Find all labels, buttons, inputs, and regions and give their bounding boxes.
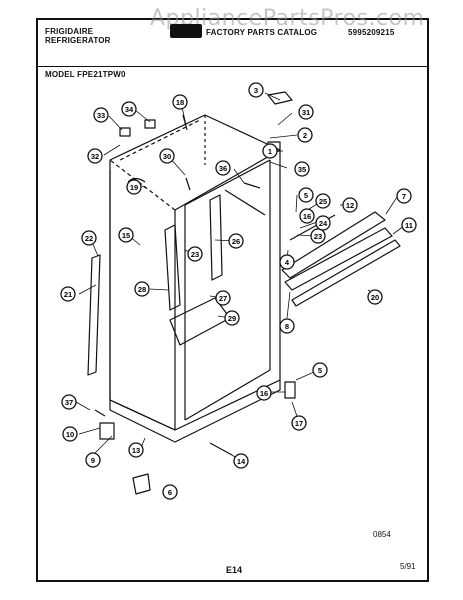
part-callout-label: 21 bbox=[64, 290, 72, 299]
part-callout-33: 33 bbox=[93, 107, 109, 123]
part-callout-15: 15 bbox=[118, 227, 134, 243]
part-callout-23: 23 bbox=[187, 246, 203, 262]
part-callout-label: 32 bbox=[91, 152, 99, 161]
part-callout-24: 24 bbox=[315, 215, 331, 231]
part-callout-label: 20 bbox=[371, 293, 379, 302]
part-callout-label: 26 bbox=[232, 237, 240, 246]
part-callout-9: 9 bbox=[85, 452, 101, 468]
leader-lines bbox=[75, 92, 405, 460]
part-callout-13: 13 bbox=[128, 442, 144, 458]
part-callout-1: 1 bbox=[262, 143, 278, 159]
shelf-rails bbox=[281, 211, 401, 307]
part-callout-label: 13 bbox=[132, 446, 140, 455]
part-callout-label: 11 bbox=[405, 221, 413, 230]
page-number: E14 bbox=[226, 565, 243, 575]
trim-strip bbox=[87, 254, 101, 376]
part-callout-label: 23 bbox=[314, 232, 322, 241]
part-callout-label: 28 bbox=[138, 285, 146, 294]
part-callout-label: 34 bbox=[125, 105, 134, 114]
part-callout-10: 10 bbox=[62, 426, 78, 442]
catalog-title: FACTORY PARTS CATALOG bbox=[206, 28, 318, 37]
part-callout-37: 37 bbox=[61, 394, 77, 410]
part-callout-label: 36 bbox=[219, 164, 227, 173]
part-callout-35: 35 bbox=[294, 161, 310, 177]
part-callout-3: 3 bbox=[248, 82, 264, 98]
part-callout-label: 5 bbox=[304, 191, 308, 200]
part-callout-label: 10 bbox=[66, 430, 74, 439]
part-callout-label: 7 bbox=[402, 192, 406, 201]
part-callout-36: 36 bbox=[215, 160, 231, 176]
part-callout-label: 24 bbox=[319, 219, 328, 228]
diagram-frame bbox=[36, 18, 429, 582]
part-callout-label: 5 bbox=[318, 366, 322, 375]
part-callout-label: 4 bbox=[285, 258, 290, 267]
header-rule bbox=[38, 66, 427, 67]
cabinet-shell bbox=[109, 114, 281, 443]
part-callout-19: 19 bbox=[126, 179, 142, 195]
part-callout-4: 4 bbox=[279, 254, 295, 270]
part-callout-27: 27 bbox=[215, 290, 231, 306]
part-callout-18: 18 bbox=[172, 94, 188, 110]
part-callout-21: 21 bbox=[60, 286, 76, 302]
part-callout-17: 17 bbox=[291, 415, 307, 431]
part-callout-label: 35 bbox=[298, 165, 306, 174]
callout-layer: 1234556789101112131415161617181920212223… bbox=[60, 82, 417, 500]
part-callout-label: 3 bbox=[254, 86, 258, 95]
part-callout-label: 33 bbox=[97, 111, 105, 120]
drawing-code: 0854 bbox=[373, 530, 391, 539]
part-callout-5: 5 bbox=[298, 187, 314, 203]
part-callout-label: 9 bbox=[91, 456, 95, 465]
part-callout-34: 34 bbox=[121, 101, 137, 117]
small-parts bbox=[94, 91, 296, 495]
part-callout-label: 14 bbox=[237, 457, 246, 466]
part-callout-5: 5 bbox=[312, 362, 328, 378]
part-callout-32: 32 bbox=[87, 148, 103, 164]
inner-liner bbox=[164, 189, 266, 346]
part-callout-31: 31 bbox=[298, 104, 314, 120]
part-callout-28: 28 bbox=[134, 281, 150, 297]
part-callout-20: 20 bbox=[367, 289, 383, 305]
part-callout-22: 22 bbox=[81, 230, 97, 246]
part-callout-label: 25 bbox=[319, 197, 327, 206]
part-callout-label: 16 bbox=[303, 212, 311, 221]
part-callout-label: 29 bbox=[228, 314, 236, 323]
part-callout-12: 12 bbox=[342, 197, 358, 213]
part-callout-label: 30 bbox=[163, 152, 171, 161]
part-callout-label: 2 bbox=[303, 131, 307, 140]
part-callout-label: 19 bbox=[130, 183, 138, 192]
part-callout-7: 7 bbox=[396, 188, 412, 204]
part-callout-11: 11 bbox=[401, 217, 417, 233]
part-callout-label: 17 bbox=[295, 419, 303, 428]
part-callout-label: 22 bbox=[85, 234, 93, 243]
part-callout-label: 16 bbox=[260, 389, 268, 398]
part-callout-6: 6 bbox=[162, 484, 178, 500]
part-callout-23: 23 bbox=[310, 228, 326, 244]
revision-date: 5/91 bbox=[400, 562, 416, 571]
part-callout-label: 18 bbox=[176, 98, 184, 107]
part-callout-label: 31 bbox=[302, 108, 310, 117]
part-callout-14: 14 bbox=[233, 453, 249, 469]
catalog-number: 5995209215 bbox=[348, 28, 395, 37]
part-callout-30: 30 bbox=[159, 148, 175, 164]
brand-line-1: FRIGIDAIRE bbox=[45, 27, 94, 36]
part-callout-label: 15 bbox=[122, 231, 130, 240]
part-callout-2: 2 bbox=[297, 127, 313, 143]
part-callout-label: 27 bbox=[219, 294, 227, 303]
part-callout-16: 16 bbox=[299, 208, 315, 224]
part-callout-label: 1 bbox=[268, 147, 272, 156]
part-callout-label: 6 bbox=[168, 488, 172, 497]
part-callout-label: 12 bbox=[346, 201, 354, 210]
brand-line-2: REFRIGERATOR bbox=[45, 36, 111, 45]
part-callout-16: 16 bbox=[256, 385, 272, 401]
model-label: MODEL FPE21TPW0 bbox=[45, 70, 126, 79]
wci-logo bbox=[170, 24, 202, 38]
part-callout-label: 23 bbox=[191, 250, 199, 259]
part-callout-label: 37 bbox=[65, 398, 73, 407]
part-callout-26: 26 bbox=[228, 233, 244, 249]
part-callout-label: 8 bbox=[285, 322, 289, 331]
part-callout-29: 29 bbox=[224, 310, 240, 326]
part-callout-25: 25 bbox=[315, 193, 331, 209]
part-callout-8: 8 bbox=[279, 318, 295, 334]
